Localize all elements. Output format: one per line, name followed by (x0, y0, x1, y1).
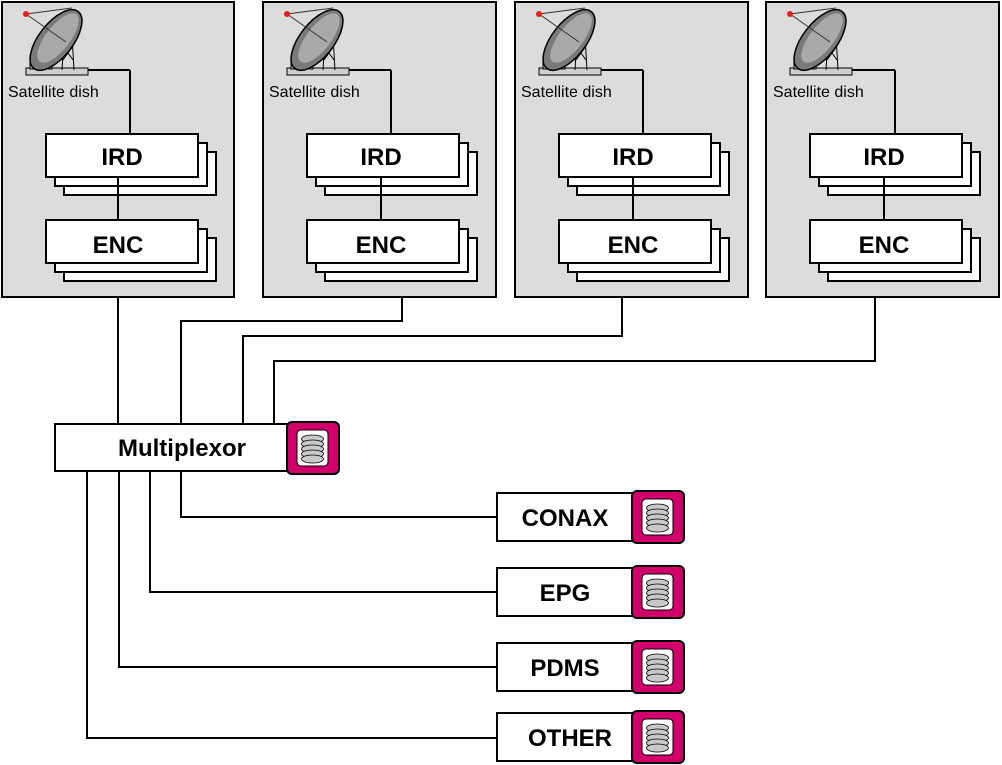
dish-label: Satellite dish (8, 84, 99, 101)
enc-label: ENC (356, 232, 407, 259)
service-label: PDMS (530, 655, 599, 682)
database-icon (631, 710, 685, 764)
ird-box: IRD (809, 133, 981, 196)
ird-label: IRD (612, 144, 653, 171)
service-label: CONAX (522, 505, 609, 532)
source-panel-2: Satellite dish IRD ENC (262, 0, 497, 298)
ird-label: IRD (863, 144, 904, 171)
service-conax: CONAX (496, 490, 685, 544)
source-panel-1: Satellite dish IRD ENC (1, 0, 235, 298)
enc-label: ENC (608, 232, 659, 259)
encoder-links (117, 297, 876, 424)
service-label: OTHER (528, 725, 612, 752)
multiplexor-box (54, 423, 291, 472)
service-box (496, 567, 638, 617)
service-label: EPG (540, 580, 591, 607)
database-icon (631, 565, 685, 619)
source-panel-3: Satellite dish IRD ENC (514, 0, 749, 298)
service-epg: EPG (496, 565, 685, 619)
database-icon (631, 490, 685, 544)
database-icon (631, 640, 685, 694)
dish-label: Satellite dish (269, 84, 360, 101)
ird-label: IRD (360, 144, 401, 171)
ird-label: IRD (101, 144, 142, 171)
source-panel-4: Satellite dish IRD ENC (765, 0, 1000, 298)
enc-box: ENC (809, 219, 981, 282)
enc-box: ENC (45, 219, 217, 282)
service-box (496, 492, 638, 542)
enc-label: ENC (859, 232, 910, 259)
database-icon (286, 421, 340, 475)
ird-box: IRD (306, 133, 478, 196)
enc-box: ENC (306, 219, 478, 282)
dish-label: Satellite dish (773, 84, 864, 101)
multiplexor-label: Multiplexor (118, 435, 246, 462)
ird-box: IRD (45, 133, 217, 196)
dish-label: Satellite dish (521, 84, 612, 101)
enc-label: ENC (93, 232, 144, 259)
service-other: OTHER (496, 710, 685, 764)
ird-box: IRD (558, 133, 730, 196)
service-pdms: PDMS (496, 640, 685, 694)
service-box (496, 642, 638, 692)
service-links (86, 471, 497, 739)
multiplexor: Multiplexor (54, 421, 340, 475)
service-box (496, 712, 638, 762)
enc-box: ENC (558, 219, 730, 282)
